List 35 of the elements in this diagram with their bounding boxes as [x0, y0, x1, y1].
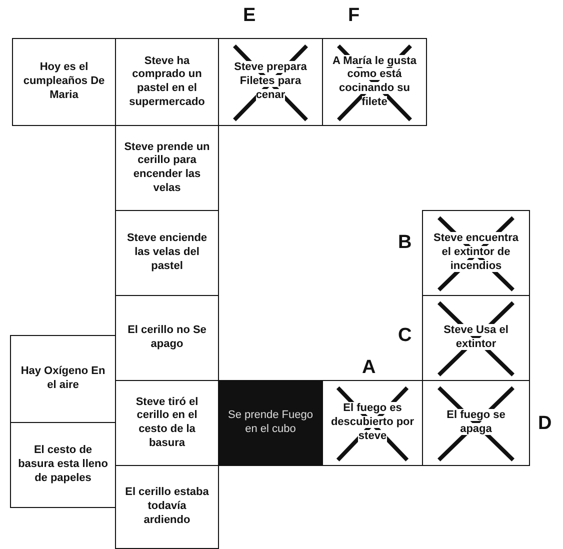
event-box [10, 335, 116, 423]
event-text: Steve prende un cerillo para encender las velas [123, 140, 211, 196]
option-letter: B [398, 232, 412, 254]
event-text: Hay Oxígeno En el aire [20, 365, 106, 393]
event-box [115, 210, 219, 296]
event-text: El fuego es descubierto por steve [330, 402, 416, 444]
event-box [115, 295, 219, 381]
event-box [422, 210, 530, 296]
event-box [322, 38, 427, 126]
event-box [218, 38, 323, 126]
event-text: El cesto de basura esta lleno de papeles [17, 444, 109, 486]
event-box [115, 465, 219, 549]
event-text: Steve tiró el cerillo en el cesto de la basura [134, 396, 200, 450]
event-box [10, 422, 116, 508]
event-text: Steve Usa el extintor [442, 324, 510, 352]
option-letter: F [348, 5, 360, 27]
event-text: El cerillo no Se apago [126, 324, 208, 352]
event-box [322, 380, 423, 466]
option-letter: D [538, 413, 552, 435]
event-box [422, 295, 530, 381]
option-letter: E [243, 5, 256, 27]
filled-event-box [218, 380, 323, 466]
event-text: Steve enciende las velas del pastel [126, 232, 208, 274]
event-text: El fuego se apaga [446, 409, 506, 437]
event-text: Steve prepara Filetes para cenar [233, 61, 308, 103]
event-box [115, 125, 219, 211]
event-text: Steve encuentra el extintor de incendios [432, 232, 520, 274]
event-box [422, 380, 530, 466]
event-text: Steve ha comprado un pastel en el supermercado [128, 54, 206, 110]
event-box [12, 38, 116, 126]
event-text: Se prende Fuego en el cubo [226, 409, 314, 437]
option-letter: A [362, 357, 376, 379]
option-letter: C [398, 325, 412, 347]
event-text: Hoy es el cumpleaños De Maria [22, 61, 106, 103]
event-text: El cerillo estaba todavía ardiendo [124, 486, 210, 528]
